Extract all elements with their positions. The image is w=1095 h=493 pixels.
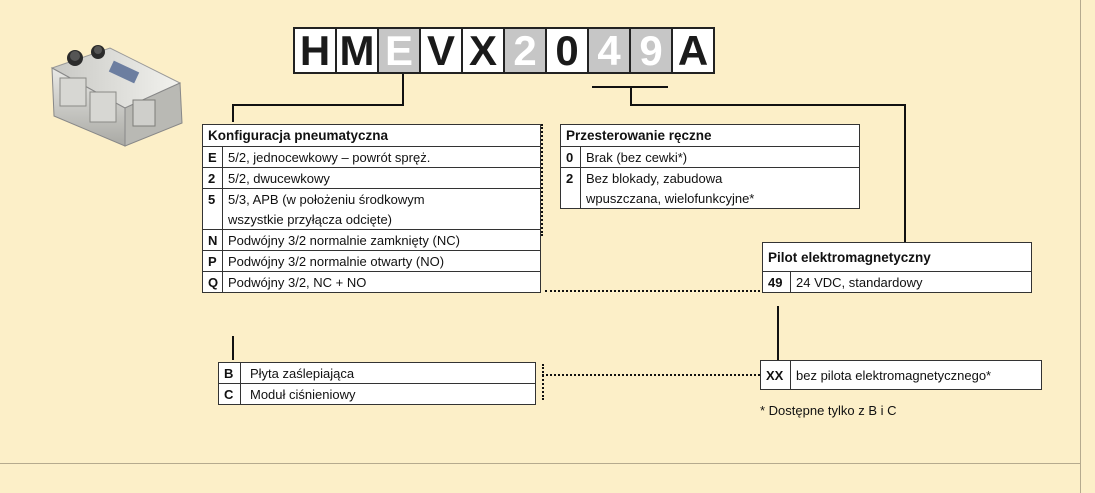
dotted-divider	[541, 124, 543, 236]
valve-product-image	[50, 45, 183, 147]
code-char-v: V	[419, 27, 463, 74]
connector-e-down	[232, 104, 234, 122]
frame-border-bottom	[0, 463, 1081, 464]
code-char-x: X	[461, 27, 505, 74]
connector-e-vertical	[402, 74, 404, 106]
code-char-e: E	[377, 27, 421, 74]
code-char-9: 9	[629, 27, 673, 74]
connector-config-to-options	[232, 336, 234, 360]
pneumatic-config-title: Konfiguracja pneumatyczna	[202, 124, 541, 147]
footnote: * Dostępne tylko z B i C	[760, 403, 897, 418]
table-row: wpuszczana, wielofunkcyjne*	[560, 188, 860, 209]
frame-border-right	[1080, 0, 1081, 493]
manual-override-title: Przesterowanie ręczne	[560, 124, 860, 147]
code-char-2: 2	[503, 27, 547, 74]
table-row: wszystkie przyłącza odcięte)	[202, 209, 541, 230]
solenoid-pilot-title: Pilot elektromagnetyczny	[762, 242, 1032, 272]
dotted-options-to-xx	[542, 374, 760, 376]
connector-pilot-down	[904, 104, 906, 242]
dotted-p-to-49	[545, 290, 760, 292]
code-char-0: 0	[545, 27, 589, 74]
code-char-h: H	[293, 27, 337, 74]
code-char-a: A	[671, 27, 715, 74]
code-char-m: M	[335, 27, 379, 74]
code-char-4: 4	[587, 27, 631, 74]
connector-pilot-to-xx	[777, 306, 779, 360]
connector-pilot-stem	[630, 86, 632, 106]
connector-pilot-horizontal	[630, 104, 906, 106]
dotted-bracket-vertical	[542, 364, 544, 400]
connector-e-horizontal	[232, 104, 404, 106]
